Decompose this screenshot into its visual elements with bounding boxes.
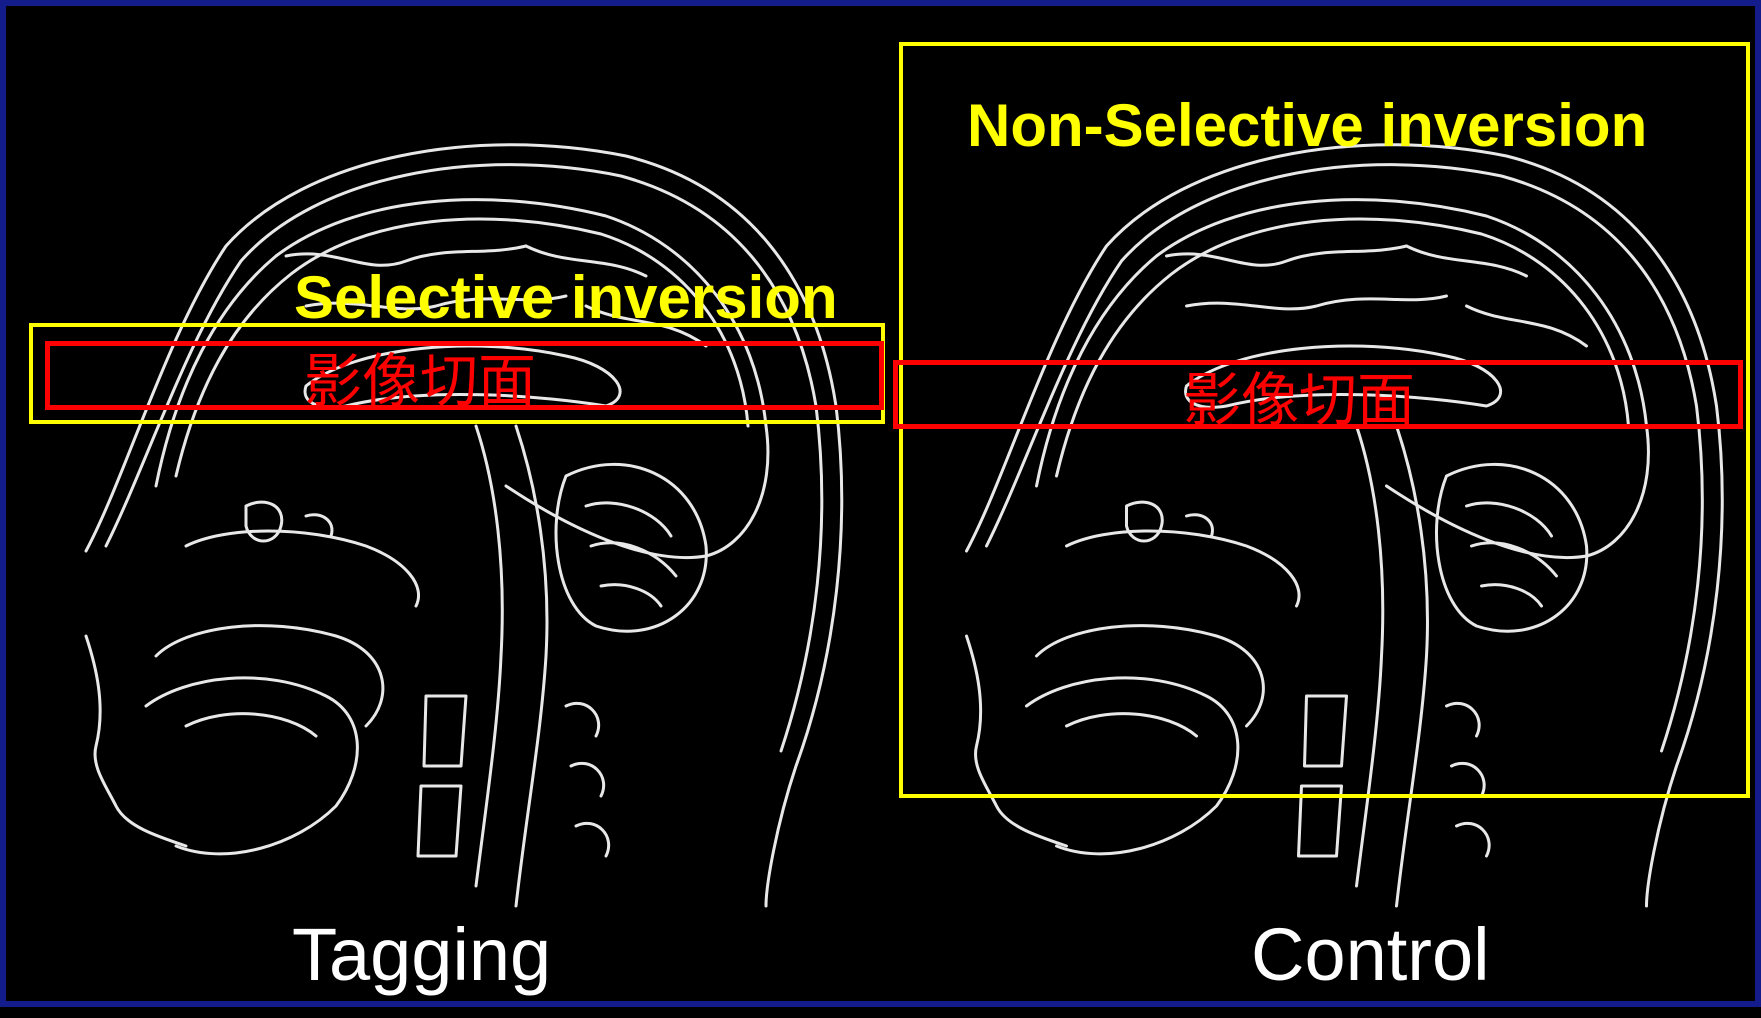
- slice-label-left: 影像切面: [304, 352, 536, 410]
- tagging-caption: Tagging: [292, 918, 551, 992]
- control-caption: Control: [1251, 918, 1490, 992]
- slice-label-right: 影像切面: [1183, 371, 1415, 429]
- selective-inversion-label: Selective inversion: [294, 268, 838, 328]
- head-sagittal-drawing-left: [6, 6, 886, 1013]
- non-selective-inversion-label: Non-Selective inversion: [967, 96, 1647, 156]
